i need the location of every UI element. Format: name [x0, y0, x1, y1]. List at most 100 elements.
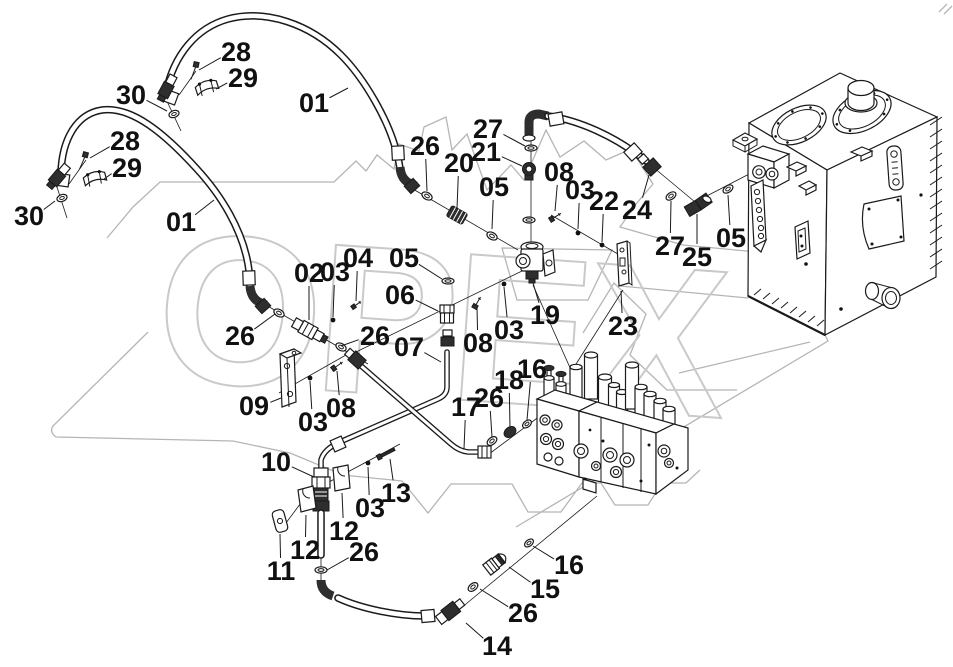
tube-17 — [343, 347, 492, 459]
leader-line-15-47 — [508, 566, 531, 583]
bolt-03-dot-a — [575, 230, 581, 236]
clamp-12-a — [332, 464, 351, 492]
bolt-03-dot-e — [365, 460, 371, 466]
hose-end-fitting-lower — [45, 162, 72, 191]
leader-line-24-16 — [642, 174, 650, 198]
tank-pads — [785, 146, 874, 196]
leader-line-03-25 — [332, 284, 335, 318]
leader-line-14-49 — [465, 622, 484, 639]
callout-19-20: 19 — [530, 300, 560, 330]
callout-20-9: 20 — [444, 148, 474, 178]
hose-24 — [522, 109, 662, 177]
tank-filler-cover — [832, 79, 892, 135]
seal-26-d — [486, 436, 498, 446]
seal-27-a — [524, 144, 538, 152]
leader-line-01-3 — [329, 87, 349, 99]
bolt-28-upper — [190, 61, 200, 80]
bolt-03-dot-d — [307, 375, 313, 381]
callout-03-41: 03 — [355, 493, 385, 523]
leader-line-26-48 — [479, 588, 509, 608]
hoses — [53, 12, 662, 626]
valve-19 — [515, 241, 556, 284]
leader-line-27-10 — [503, 133, 526, 147]
plate-11 — [271, 509, 289, 533]
leader-line-07-29 — [424, 352, 442, 363]
clamp-29-lower — [82, 170, 108, 187]
callout-27-17: 27 — [655, 231, 685, 261]
bolt-03-dot-c — [330, 317, 336, 323]
fitting-21 — [522, 162, 536, 181]
callout-11-44: 11 — [267, 556, 296, 586]
leader-line-26-36 — [489, 410, 493, 438]
callout-26-48: 26 — [508, 598, 538, 628]
bolt-04 — [350, 300, 362, 311]
tank-access-plate — [861, 195, 905, 250]
callout-14-49: 14 — [482, 631, 512, 661]
leader-line-03-14 — [577, 202, 580, 230]
tube-07 — [318, 329, 455, 473]
callout-08-34: 08 — [326, 393, 356, 423]
callout-03-31: 03 — [494, 315, 524, 345]
seal-30-lower — [56, 193, 68, 203]
callout-10-39: 10 — [261, 447, 291, 477]
callout-12-42: 12 — [329, 516, 359, 546]
leader-line-13-40 — [389, 458, 394, 481]
leader-line-10-39 — [291, 466, 315, 478]
seal-05-c — [522, 216, 536, 224]
callout-22-15: 22 — [589, 186, 619, 216]
leader-line-05-22 — [418, 263, 443, 280]
callout-27-10: 27 — [473, 114, 503, 144]
callout-02-24: 02 — [294, 258, 324, 288]
leader-line-03-33 — [309, 380, 313, 410]
leader-line-20-9 — [456, 175, 459, 210]
tank-bolt-a — [804, 262, 808, 266]
tank-inlet-block — [746, 145, 791, 189]
leader-line-23-21 — [620, 290, 623, 314]
leader-line-30-2 — [146, 99, 168, 112]
leader-line-11-44 — [279, 533, 282, 559]
clamp-12-b — [297, 485, 317, 513]
seal-26-e — [314, 566, 328, 574]
leader-line-12-42 — [341, 492, 344, 519]
hose-10 — [311, 467, 466, 626]
tank-level-strip — [750, 179, 768, 253]
coil-fitting-20 — [446, 205, 468, 225]
callout-16-38: 16 — [517, 354, 547, 384]
leader-line-06-23 — [415, 299, 439, 312]
callout-17-35: 17 — [451, 392, 481, 422]
seal-05-d — [441, 277, 455, 285]
callout-29-1: 29 — [228, 63, 258, 93]
leader-line-08-34 — [336, 370, 340, 396]
leader-line-12-43 — [304, 514, 307, 538]
tank-edge-hatch — [753, 116, 943, 327]
seal-05-a — [486, 231, 498, 241]
leader-line-09-32 — [270, 397, 282, 403]
callout-03-33: 03 — [298, 407, 328, 437]
leader-line-26-45 — [326, 557, 349, 571]
leader-line-21-11 — [501, 156, 523, 167]
seal-26-a — [421, 191, 433, 201]
callout-04-26: 04 — [343, 243, 373, 273]
callout-26-36: 26 — [474, 383, 504, 413]
callout-01-7: 01 — [166, 207, 196, 237]
callout-30-6: 30 — [14, 201, 44, 231]
leader-line-04-26 — [355, 270, 358, 302]
callout-01-3: 01 — [299, 88, 329, 118]
callout-03-25: 03 — [320, 257, 350, 287]
callout-13-40: 13 — [381, 478, 411, 508]
leader-line-18-37 — [508, 392, 511, 429]
seal-16-b — [523, 538, 535, 548]
hose-01-upper — [160, 12, 421, 195]
leader-line-17-35 — [463, 419, 466, 450]
clamp-29-upper — [194, 78, 220, 97]
seal-05-b — [722, 184, 734, 194]
callout-29-5: 29 — [112, 153, 142, 183]
callout-06-23: 06 — [385, 280, 415, 310]
seal-30-upper — [168, 109, 180, 119]
tank-mount-tab — [731, 132, 759, 153]
callout-21-11: 21 — [471, 137, 501, 167]
callout-09-32: 09 — [239, 391, 269, 421]
leader-line-29-1 — [215, 82, 228, 90]
